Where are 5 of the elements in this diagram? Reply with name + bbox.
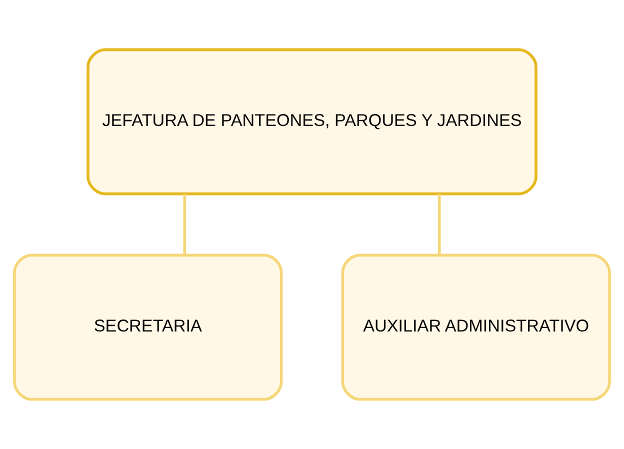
node-box: SECRETARIA [13,254,283,401]
node-box: JEFATURA DE PANTEONES, PARQUES Y JARDINES [86,48,538,196]
node-box: AUXILIAR ADMINISTRATIVO [341,254,611,401]
connector [183,194,186,255]
connector [438,194,441,255]
